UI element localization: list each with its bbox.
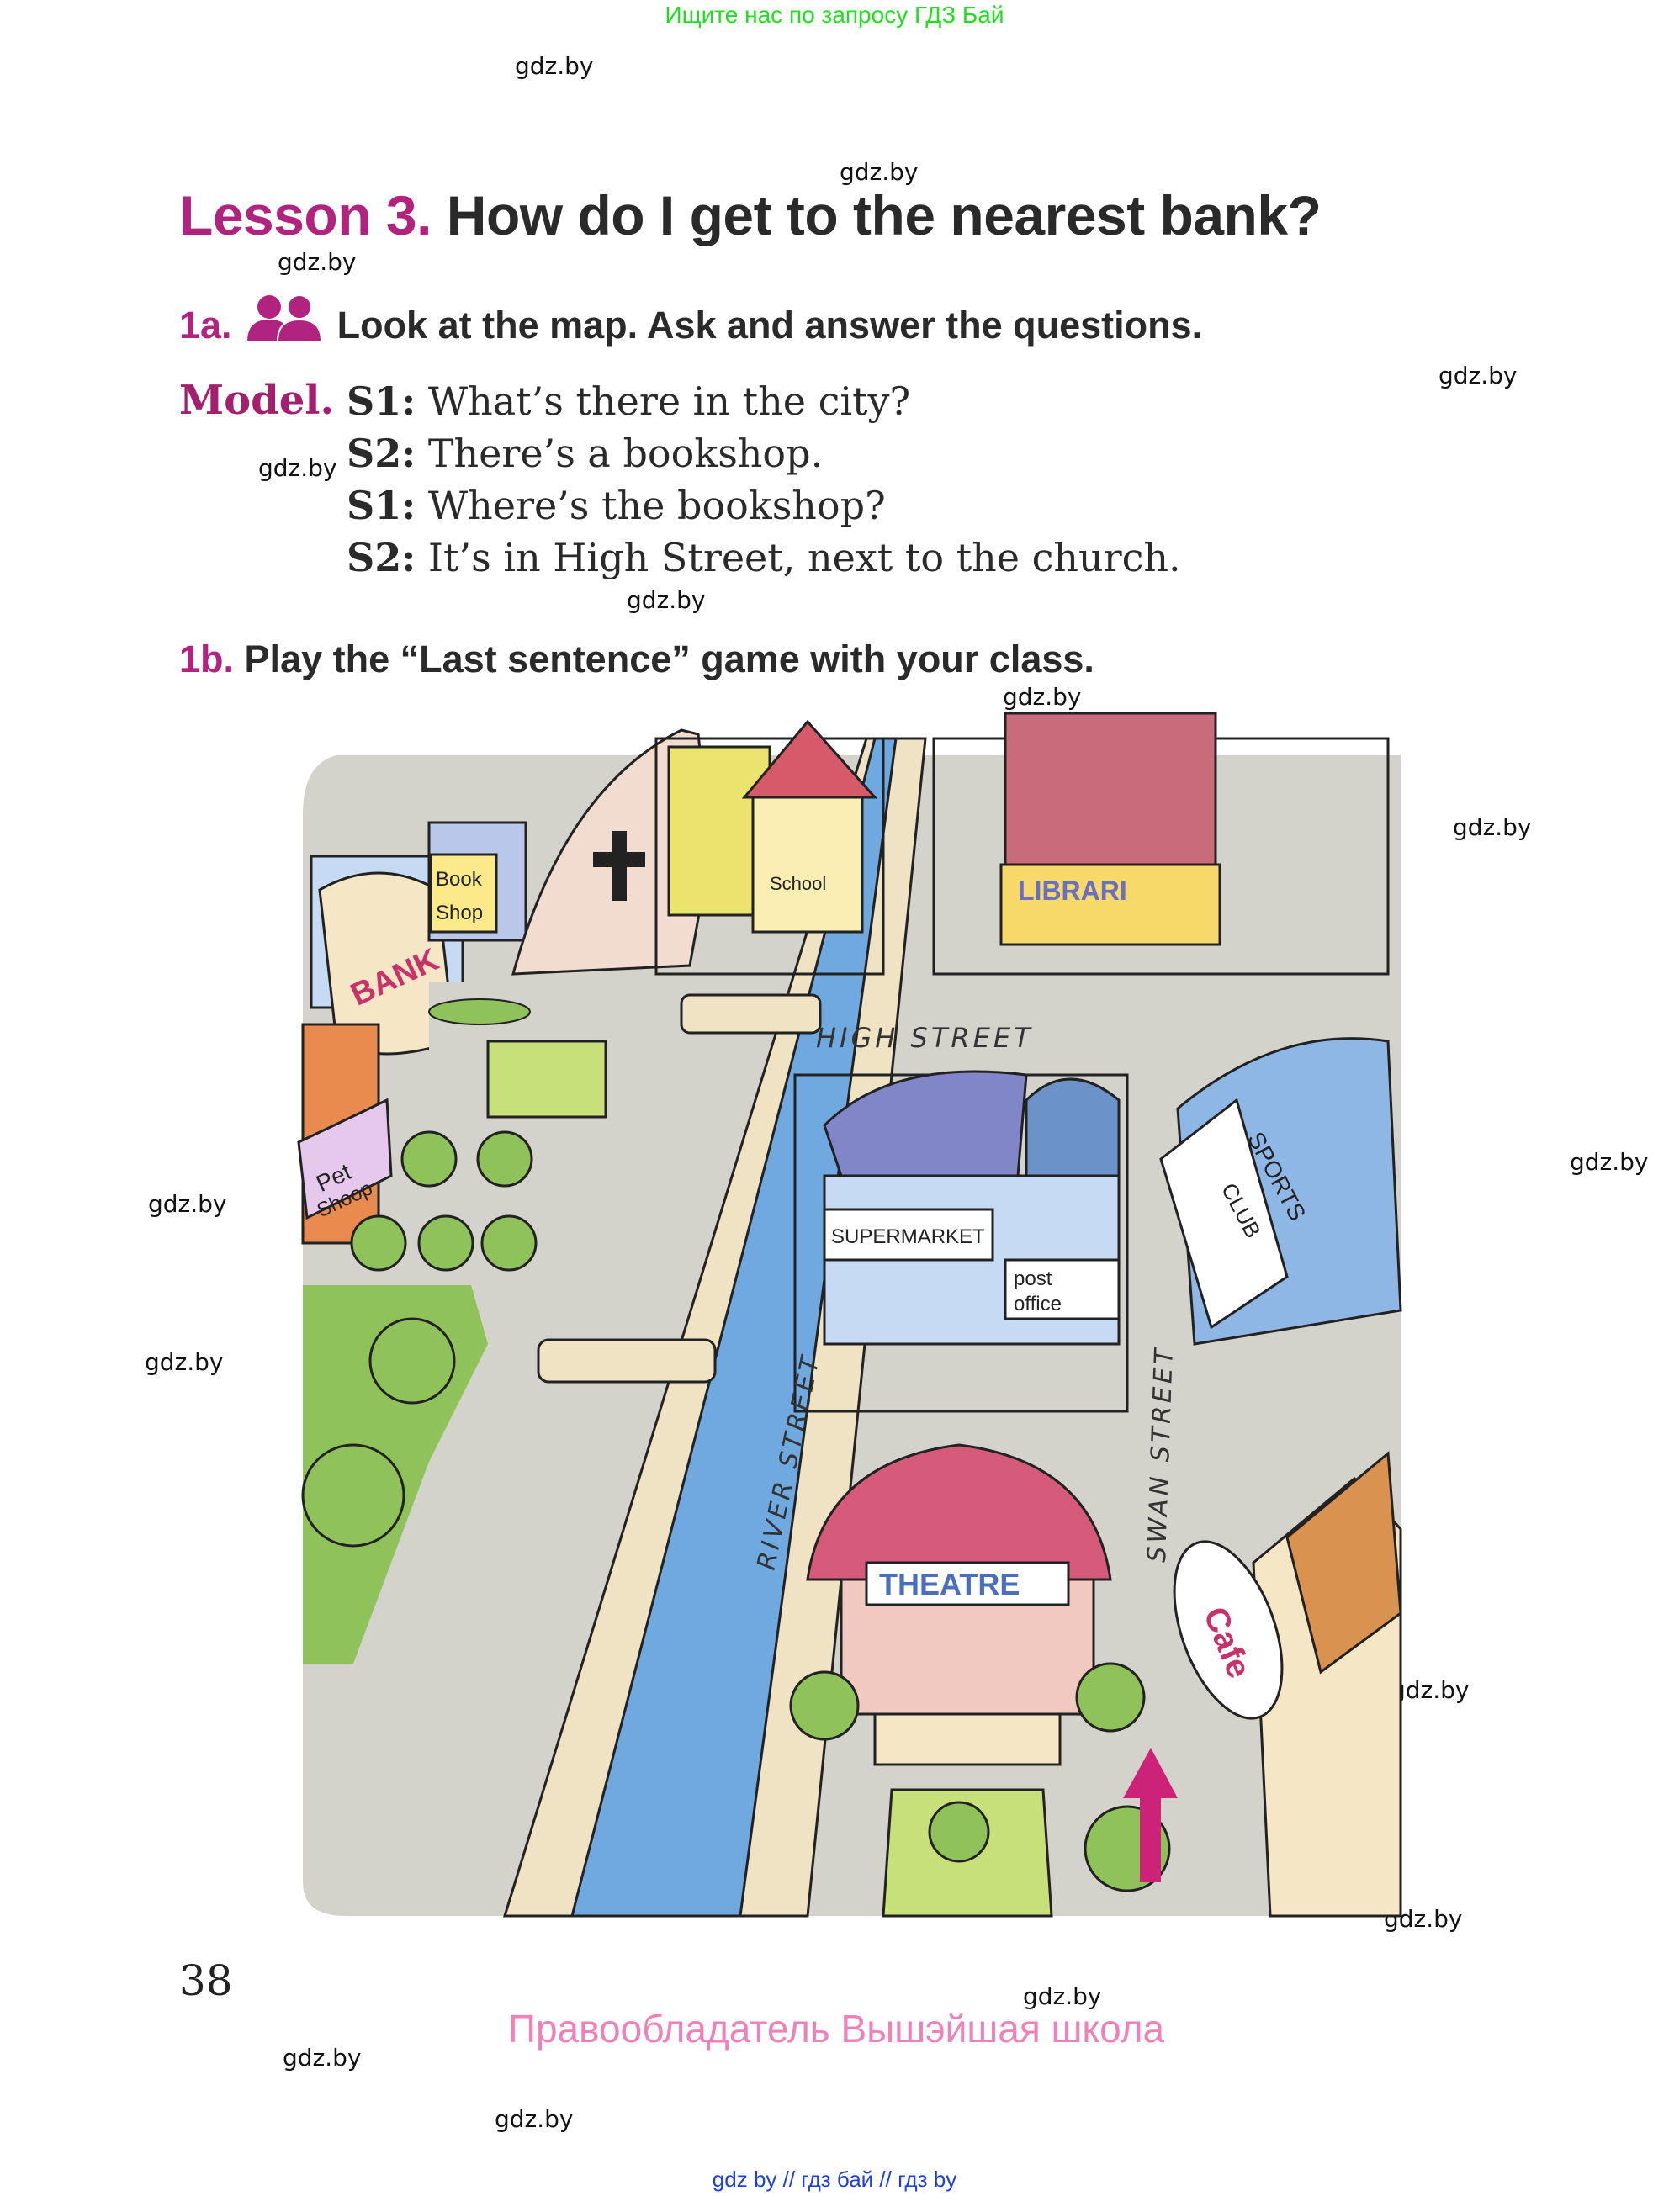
pair-work-people-icon [247, 294, 323, 341]
watermark: gdz.by [278, 248, 357, 276]
supermarket-sign: SUPERMARKET [831, 1225, 985, 1248]
cafe-sign [1173, 1540, 1284, 1720]
task-instruction: Look at the map. Ask and answer the ques… [336, 304, 1203, 347]
utterance: It’s in High Street, next to the church. [427, 535, 1181, 580]
task-1a: 1a. Look at the map. Ask and answer the … [179, 294, 1202, 347]
watermark: gdz.by [1003, 683, 1082, 711]
lesson-question: How do I get to the nearest bank? [446, 184, 1322, 246]
utterance: There’s a bookshop. [427, 431, 824, 476]
search-banner: Ищите нас по запросу ГДЗ Бай [665, 2, 1004, 28]
svg-text:Book: Book [436, 868, 483, 891]
watermark: gdz.by [1439, 362, 1518, 389]
petshop-sign [297, 1098, 393, 1220]
watermark: gdz.by [1570, 1148, 1649, 1176]
watermark: gdz.by [627, 586, 706, 614]
speaker: S2: [347, 431, 416, 476]
watermark: gdz.by [145, 1348, 224, 1376]
model-label: Model. [179, 377, 335, 424]
watermark: gdz.by [1391, 1676, 1470, 1704]
dialogue-line: S2: There’s a bookshop. [347, 431, 823, 476]
speaker: S2: [347, 535, 416, 580]
dialogue-line: S2: It’s in High Street, next to the chu… [347, 535, 1181, 580]
theatre-roof [806, 1443, 1112, 1581]
high-street-label: HIGH STREET [816, 1022, 1034, 1054]
watermark: gdz.by [148, 1190, 227, 1218]
supermarket-dome [823, 1070, 1028, 1177]
library-sign: LIBRARI [1018, 876, 1127, 906]
footer-links[interactable]: gdz by // гдз бай // гдз by [712, 2167, 957, 2192]
speaker: S1: [347, 483, 416, 528]
direction-arrow-icon [1123, 1748, 1178, 1882]
trees [301, 1130, 538, 1548]
theatre-sign: THEATRE [879, 1567, 1020, 1601]
postoffice-sign: post [1014, 1267, 1052, 1290]
school-sign: School [770, 873, 826, 894]
city-map-illustration: BANK Book Shop Pet Shoop School LIBRARI … [297, 712, 1402, 1918]
dialogue-line: S1: Where’s the bookshop? [347, 483, 886, 528]
watermark: gdz.by [495, 2105, 574, 2133]
lesson-title: Lesson 3. How do I get to the nearest ba… [179, 183, 1322, 247]
library-building [1004, 712, 1217, 866]
watermark: gdz.by [515, 52, 594, 80]
page-number: 38 [179, 1956, 233, 2005]
task-number: 1a. [179, 304, 232, 347]
lesson-number: Lesson 3. [179, 184, 432, 246]
speaker: S1: [347, 378, 416, 424]
school-building [751, 787, 864, 934]
watermark: gdz.by [283, 2044, 362, 2072]
bridge [680, 993, 822, 1035]
watermark: gdz.by [1453, 813, 1532, 841]
utterance: Where’s the bookshop? [427, 483, 886, 528]
svg-text:office: office [1014, 1293, 1062, 1315]
bridge [537, 1338, 717, 1384]
task-1b: 1b. Play the “Last sentence” game with y… [179, 638, 1094, 681]
utterance: What’s there in the city? [427, 378, 911, 424]
bookshop-sign [429, 853, 498, 934]
watermark: gdz.by [258, 454, 337, 482]
svg-text:Shop: Shop [436, 902, 483, 924]
dialogue-line: S1: What’s there in the city? [347, 378, 910, 424]
task-number: 1b. [179, 638, 235, 680]
copyright-notice: Правообладатель Вышэйшая школа [507, 2007, 1165, 2051]
watermark: gdz.by [1023, 1982, 1102, 2010]
cafe-roof [1285, 1450, 1402, 1675]
task-instruction: Play the “Last sentence” game with your … [244, 638, 1094, 680]
watermark: gdz.by [840, 158, 919, 186]
church-cross-icon [593, 831, 645, 901]
